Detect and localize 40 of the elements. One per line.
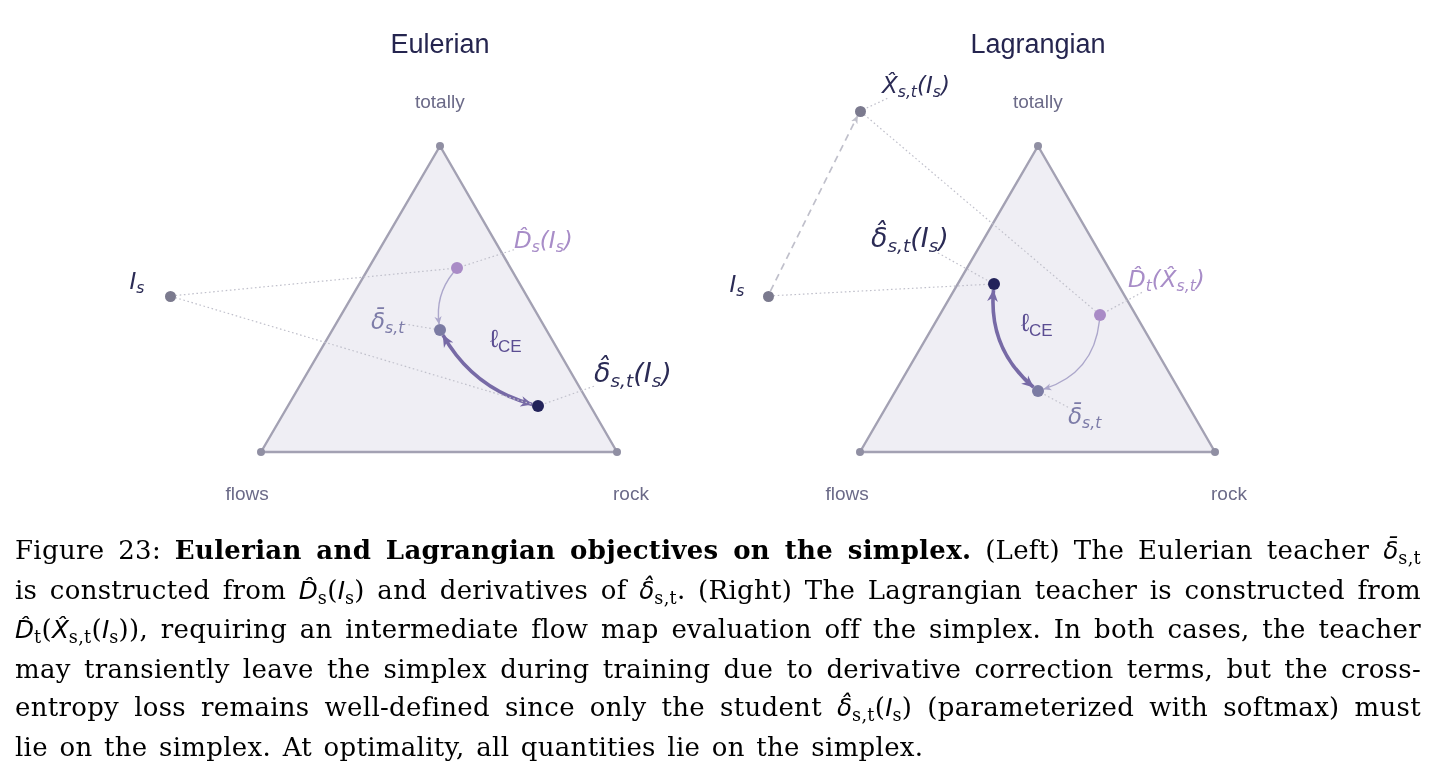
- math-label: δ̂$_{s,t}$(I$_{s}$): [871, 222, 949, 254]
- math-label: δ̂$_{s,t}$(I$_{s}$): [594, 357, 672, 389]
- leader-line: [937, 252, 990, 282]
- panel-title: Lagrangian: [970, 30, 1106, 60]
- dotted-line: [174, 268, 452, 297]
- math-label: δ̄$_{s,t}$: [1068, 403, 1102, 430]
- edge-label: ℓ$_{CE}$: [1021, 309, 1053, 337]
- leader-line: [1042, 393, 1069, 408]
- leader-line: [1104, 291, 1143, 313]
- panel-title: Eulerian: [390, 30, 490, 60]
- point-marker-icon: [164, 290, 176, 302]
- leader-line: [403, 323, 435, 330]
- math-label: D̂$_{s}$(I$_{s}$): [514, 227, 573, 254]
- arrow: [434, 272, 454, 325]
- vertex-label: rock: [613, 483, 649, 505]
- leader-line: [543, 385, 595, 405]
- vertex-label: flows: [825, 483, 869, 505]
- dotted-line: [772, 283, 989, 297]
- math-label: D̂$_{t}$(X̂$_{s,t}$): [1128, 266, 1205, 293]
- point-marker-icon: [762, 290, 774, 302]
- edge-label: ℓ$_{CE}$: [490, 325, 522, 353]
- simplex-triangle: [856, 142, 1219, 456]
- vertex-label: totally: [1013, 91, 1063, 113]
- vertex-label: totally: [415, 91, 465, 113]
- double-headed-arrow: [987, 289, 1035, 389]
- figure-caption: Figure 23: Eulerian and Lagrangian objectives on the simplex. (Left) The Eulerian teacher δ̄$_{s,t}$ is constructed from D̂$_{s}$(I$_{s}$) and derivatives of δ̂$_{s,t}$. (Right) The Lagrangian teacher is constructed from D̂$_{t}$(X̂$_{s,t}$(I$_{s}$)), requiring an intermediate flow map evaluation off the simplex. In both cases, the teacher may transiently leave the simplex during training due to derivative correction terms, but the cross-entropy loss remains well-defined since only the student δ̂$_{s,t}$(I$_{s}$) (parameterized with softmax) must lie on the simplex. At optimality, all quantities lie on the simplex.: [15, 534, 1421, 764]
- point-label: I$_{s}$: [129, 268, 145, 295]
- math-label: X̂$_{s,t}$(I$_{s}$): [882, 72, 950, 99]
- leader-line: [864, 97, 888, 110]
- arrow: [1043, 320, 1101, 390]
- double-headed-arrow: [441, 334, 533, 407]
- vertex-label: rock: [1211, 483, 1247, 505]
- math-label: δ̄$_{s,t}$: [371, 308, 405, 335]
- point-marker-icon: [854, 105, 866, 117]
- vertex-label: flows: [225, 483, 269, 505]
- dotted-line: [863, 114, 1096, 312]
- point-label: I$_{s}$: [729, 271, 745, 298]
- dotted-line: [174, 297, 533, 405]
- leader-line: [462, 249, 515, 267]
- dashed-arrow: [769, 115, 859, 292]
